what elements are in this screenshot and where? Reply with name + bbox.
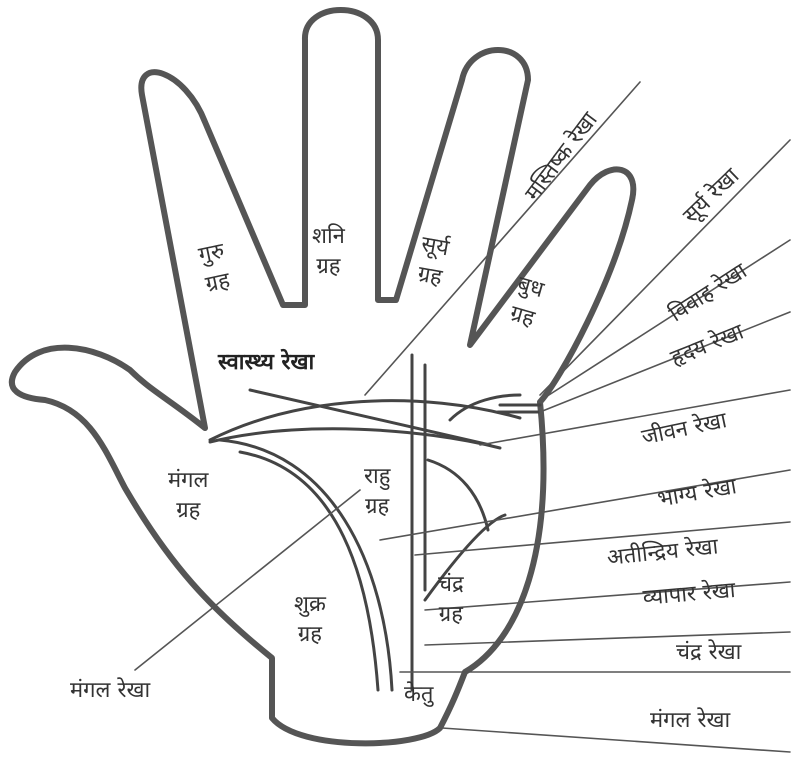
budh-curve <box>448 393 522 422</box>
leader-hriday <box>539 311 791 413</box>
hand-outline <box>8 7 637 747</box>
leader-surya-line <box>539 139 791 396</box>
life-line <box>218 438 394 692</box>
leader-vivah <box>537 239 791 403</box>
rahu-arc <box>426 458 490 532</box>
swasthya-rekha-label: स्वास्थ्य रेखा <box>218 350 315 375</box>
life-line-inner <box>238 450 380 692</box>
chandra-rekha-label: चंद्र रेखा <box>676 640 742 665</box>
mount-rahu-label: राहुग्रह <box>364 464 391 519</box>
leader-mastishk <box>364 81 641 396</box>
leader-vyapar <box>424 581 791 611</box>
mount-ketu-label: केतु <box>404 682 434 707</box>
palm-lines <box>208 353 542 692</box>
chandra-mount-curve <box>423 513 507 602</box>
mount-shani-label: शनिग्रह <box>312 224 345 279</box>
leader-bhagya <box>379 469 791 541</box>
health-line <box>248 388 492 447</box>
mangal-rekha-left-label: मंगल रेखा <box>70 678 151 703</box>
mangal-rekha-right-label: मंगल रेखा <box>650 708 731 733</box>
vivah-marks <box>496 403 542 414</box>
leader-mangal-bottom <box>441 727 791 753</box>
heart-line <box>208 399 522 442</box>
leader-atindriya <box>414 521 791 556</box>
leader-lines <box>134 81 791 753</box>
leader-chandra <box>424 631 791 646</box>
leader-mangal-left <box>134 489 361 671</box>
leader-jeevan <box>479 389 791 446</box>
